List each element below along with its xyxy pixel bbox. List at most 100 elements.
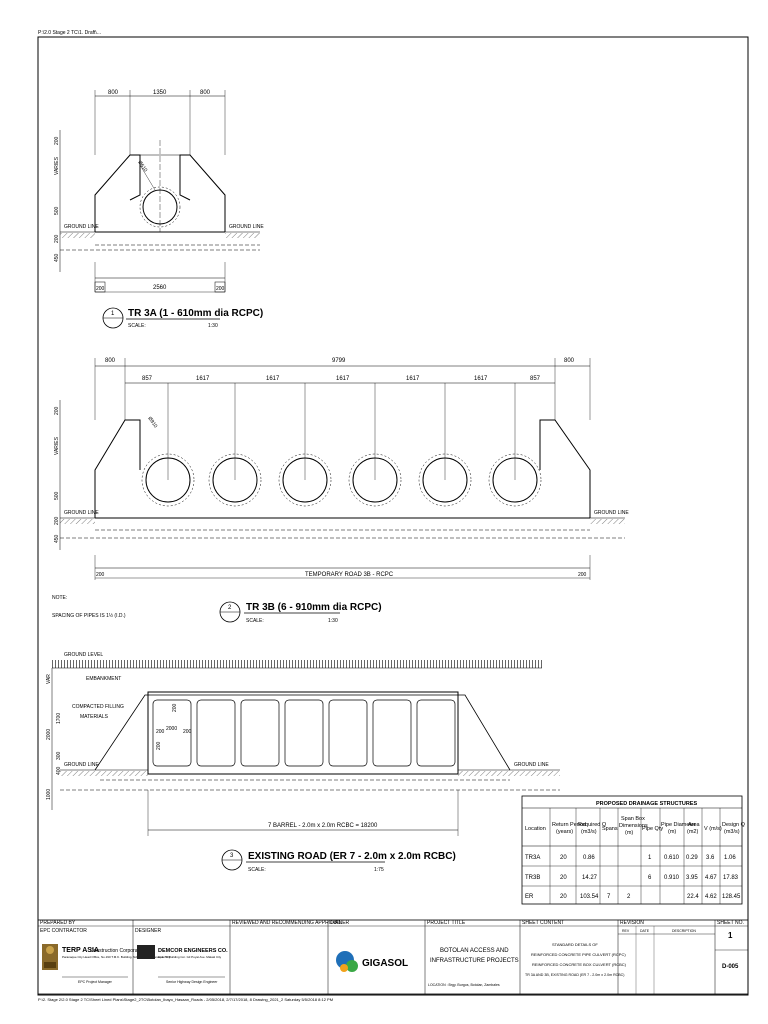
pipe-label-1: Ø610: [136, 160, 148, 174]
drawing-tr3a: 800 1350 800 200 VARIES 500 200 450 Ø610…: [54, 90, 264, 329]
note-text: SPACING OF PIPES IS 1½ (I.D.): [52, 612, 126, 619]
drawing-title-1: TR 3A (1 - 610mm dia RCPC): [128, 308, 263, 319]
sheet-content-3: REINFORCED CONCRETE BOX CULVERT (RCBC): [532, 962, 627, 967]
ground-line-left-3: GROUND LINE: [64, 762, 99, 768]
drainage-table: PROPOSED DRAINAGE STRUCTURES Location Re…: [521, 795, 746, 905]
dim2-sub-7: 857: [530, 376, 541, 382]
ground-line-right-1: GROUND LINE: [229, 224, 264, 230]
drawing-no: D-005: [722, 964, 739, 970]
note-heading: NOTE:: [52, 595, 67, 601]
reviewed-label: REVIEWED AND RECOMMENDING APPROVAL: [232, 920, 342, 926]
th-design-q-line1: Design Q: [722, 822, 746, 828]
owner-logo: [336, 951, 358, 972]
vdim-4: 200: [54, 234, 60, 243]
ground-line-left-2: GROUND LINE: [64, 510, 99, 516]
designer-label: DESIGNER: [135, 928, 162, 934]
vdim2-2: VARIES: [54, 436, 60, 455]
epc-contractor-label: EPC CONTRACTOR: [40, 928, 87, 934]
svg-text:4.67: 4.67: [705, 875, 717, 881]
scale-value-1: 1:30: [208, 323, 218, 329]
revision-label: REVISION: [620, 920, 644, 926]
dim-bottom-1: 2560: [153, 285, 167, 291]
th-spans: Spans: [602, 826, 618, 832]
svg-text:6: 6: [648, 875, 652, 881]
vdim3-6: 1000: [46, 789, 52, 800]
dim-top-3: 800: [200, 90, 211, 96]
th-span-box-line1: Span Box: [621, 816, 645, 822]
svg-text:0.610: 0.610: [664, 855, 680, 861]
box-dim-4: 200: [172, 703, 178, 712]
vdim3-3: 2000: [46, 729, 52, 740]
road-label-2: TEMPORARY ROAD 3B - RCPC: [305, 572, 394, 578]
title-block: PREPARED BY EPC CONTRACTOR TERP ASIA Con…: [37, 919, 749, 995]
vdim-2: VARIES: [54, 156, 60, 175]
sheet-no-label: SHEET NO.: [717, 920, 744, 926]
svg-text:3.6: 3.6: [706, 855, 715, 861]
drawing-number-3: 3: [230, 853, 234, 859]
table-row: ER 20 103.54 7 2 22.4 4.62 128.45: [525, 894, 741, 900]
svg-text:2: 2: [627, 894, 631, 900]
svg-text:22.4: 22.4: [687, 894, 699, 900]
svg-text:103.54: 103.54: [580, 894, 599, 900]
scale-label-1: SCALE:: [128, 323, 146, 329]
svg-text:TR3A: TR3A: [525, 855, 540, 861]
box-dim-3: 200: [183, 729, 192, 735]
fill-label-line2: MATERIALS: [80, 714, 109, 720]
svg-text:4.62: 4.62: [705, 894, 717, 900]
scale-label-2: SCALE:: [246, 618, 264, 624]
th-required-q-line2: (m3/s): [581, 829, 597, 835]
dim-top-2: 1350: [153, 90, 167, 96]
vdim-5: 450: [54, 253, 60, 262]
dim2-sub-2: 1617: [196, 376, 210, 382]
sheet-border: [37, 36, 749, 996]
vdim2-1: 200: [54, 406, 60, 415]
sheet-content-label: SHEET CONTENT: [522, 920, 564, 926]
th-span-box-line2: Dimensions: [619, 823, 648, 829]
dim2-top-3: 800: [564, 358, 575, 364]
th-location: Location: [525, 826, 546, 832]
svg-text:20: 20: [560, 855, 567, 861]
svg-text:TR3B: TR3B: [525, 875, 540, 881]
dim-end-right-1: 200: [216, 286, 225, 292]
th-pipe-diameter-line2: (m): [668, 829, 676, 835]
scale-label-3: SCALE:: [248, 867, 266, 873]
scale-value-2: 1:30: [328, 618, 338, 624]
designer-name: DEMCOR ENGINEERS CO.: [158, 948, 228, 954]
drawing-number-1: 1: [111, 311, 115, 317]
contractor-logo: [42, 944, 58, 970]
project-title-line2: INFRASTRUCTURE PROJECTS: [430, 958, 519, 964]
dim2-end-right: 200: [578, 572, 587, 578]
th-area-line1: Area: [688, 822, 701, 828]
dim2-sub-1: 857: [142, 376, 153, 382]
drawing-tr3b: 800 9799 800 857 1617 1617 1617 1617 161…: [52, 358, 629, 624]
project-title-line1: BOTOLAN ACCESS AND: [440, 948, 509, 954]
dim2-top-1: 800: [105, 358, 116, 364]
table-row: TR3B 20 14.27 6 0.910 3.95 4.67 17.83: [525, 875, 739, 881]
vdim3-2: 1700: [56, 713, 62, 724]
sheet-content-4: TR 3A AND 3B, EXISTING ROAD (ER 7 - 2.0m…: [525, 973, 624, 977]
dim2-sub-3: 1617: [266, 376, 280, 382]
dim2-sub-6: 1617: [474, 376, 488, 382]
prepared-by-label: PREPARED BY: [40, 920, 76, 926]
svg-text:14.27: 14.27: [582, 875, 598, 881]
barrel-dim: 7 BARREL - 2.0m x 2.0m RCBC = 18200: [268, 823, 378, 829]
box-dim-1: 200: [156, 729, 165, 735]
drawing-number-2: 2: [228, 605, 232, 611]
vdim-1: 200: [54, 136, 60, 145]
vdim3-1: VAR: [46, 674, 52, 684]
th-required-q-line1: Required Q: [578, 822, 607, 828]
vdim2-4: 200: [54, 516, 60, 525]
owner-logo-text: GIGASOL: [362, 958, 408, 969]
dim2-end-left: 200: [96, 572, 105, 578]
pipe-row: [141, 383, 542, 507]
table-row: TR3A 20 0.86 1 0.610 0.29 3.6 1.06: [525, 855, 736, 861]
dim2-sub-4: 1617: [336, 376, 350, 382]
svg-text:20: 20: [560, 875, 567, 881]
designer-role: Senior Highway Design Engineer: [166, 980, 218, 984]
th-velocity: V (m/s): [704, 826, 722, 832]
svg-text:ER: ER: [525, 894, 534, 900]
th-return-period-line2: (years): [556, 829, 573, 835]
svg-text:0.29: 0.29: [686, 855, 698, 861]
rev-col-rev: REV: [622, 929, 630, 933]
